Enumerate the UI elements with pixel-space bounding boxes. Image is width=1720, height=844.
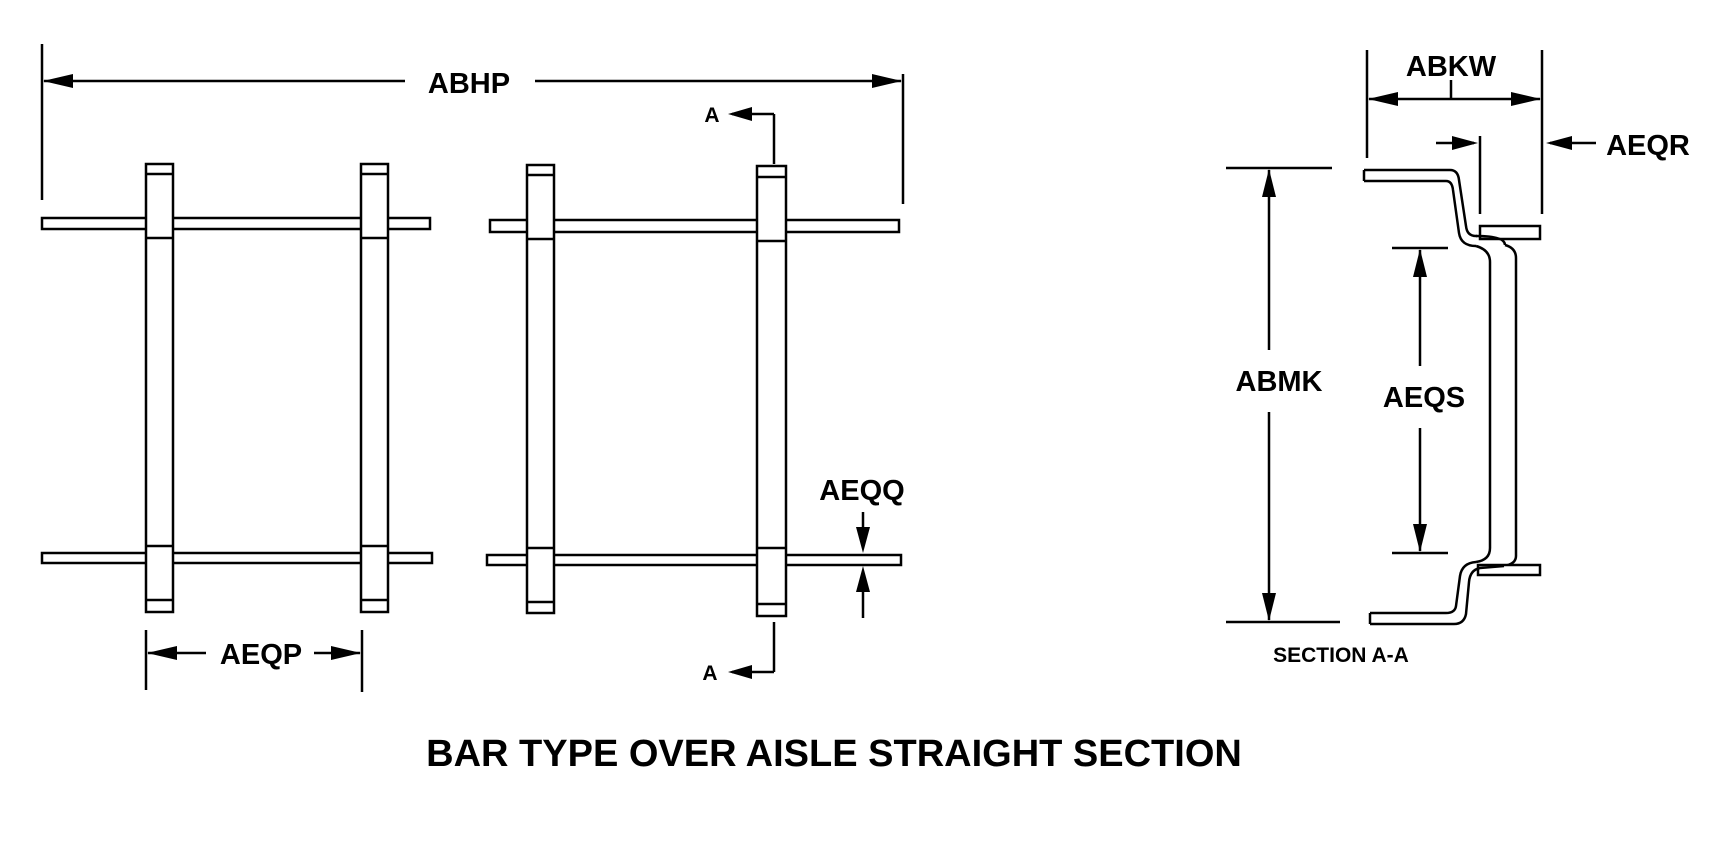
section-marker-top: A bbox=[704, 104, 776, 164]
drawing-title: BAR TYPE OVER AISLE STRAIGHT SECTION bbox=[426, 733, 1242, 775]
left-panel-top-rail bbox=[40, 216, 432, 231]
section-marker-bottom: A bbox=[702, 622, 776, 685]
arrow-right-icon bbox=[331, 646, 361, 660]
arrow-left-icon bbox=[1368, 92, 1398, 106]
arrow-down-icon bbox=[856, 527, 870, 553]
dimension-label-abkw: ABKW bbox=[1406, 51, 1497, 83]
arrow-left-icon bbox=[1546, 136, 1572, 150]
right-panel-bar-1 bbox=[525, 163, 556, 615]
dimension-aeqp: AEQP bbox=[144, 630, 364, 692]
arrow-right-icon bbox=[1511, 92, 1541, 106]
right-panel-bar-2 bbox=[755, 164, 788, 618]
right-grating-panel bbox=[485, 163, 903, 618]
section-a-a-profile bbox=[1362, 168, 1542, 626]
section-marker-label-top: A bbox=[704, 104, 719, 127]
arrow-right-icon bbox=[872, 74, 902, 88]
arrow-left-icon bbox=[147, 646, 177, 660]
dimension-aeqs: AEQS bbox=[1383, 246, 1465, 555]
arrow-right-icon bbox=[1452, 136, 1478, 150]
dimension-label-aeqq: AEQQ bbox=[819, 475, 904, 507]
arrow-up-icon bbox=[1413, 249, 1427, 277]
dimension-label-aeqp: AEQP bbox=[220, 639, 302, 671]
arrow-up-icon bbox=[856, 566, 870, 592]
arrow-left-icon bbox=[728, 665, 752, 679]
dimension-label-abhp: ABHP bbox=[428, 68, 510, 100]
dimension-label-aeqs: AEQS bbox=[1383, 382, 1465, 414]
left-panel-bar-2 bbox=[359, 162, 390, 614]
section-marker-label-bottom: A bbox=[702, 662, 717, 685]
section-bottom-plate bbox=[1476, 563, 1542, 577]
left-grating-panel bbox=[40, 162, 434, 614]
arrow-down-icon bbox=[1413, 524, 1427, 552]
dimension-aeqq: AEQQ bbox=[819, 475, 905, 618]
left-panel-bottom-rail bbox=[40, 551, 434, 565]
dimension-label-abmk: ABMK bbox=[1236, 366, 1323, 398]
dimension-label-aeqr: AEQR bbox=[1606, 130, 1690, 162]
section-caption: SECTION A-A bbox=[1273, 644, 1409, 667]
dimension-abhp: ABHP bbox=[40, 44, 905, 204]
arrow-up-icon bbox=[1262, 169, 1276, 197]
dimension-abmk: ABMK bbox=[1226, 166, 1340, 624]
arrow-left-icon bbox=[43, 74, 73, 88]
dimension-aeqr: AEQR bbox=[1436, 130, 1690, 214]
section-top-plate bbox=[1478, 224, 1542, 241]
right-panel-top-rail bbox=[488, 218, 901, 234]
right-panel-bottom-rail bbox=[485, 553, 903, 567]
dimension-abkw: ABKW bbox=[1365, 50, 1544, 214]
arrow-left-icon bbox=[728, 107, 752, 121]
arrow-down-icon bbox=[1262, 593, 1276, 621]
left-panel-bar-1 bbox=[144, 162, 175, 614]
